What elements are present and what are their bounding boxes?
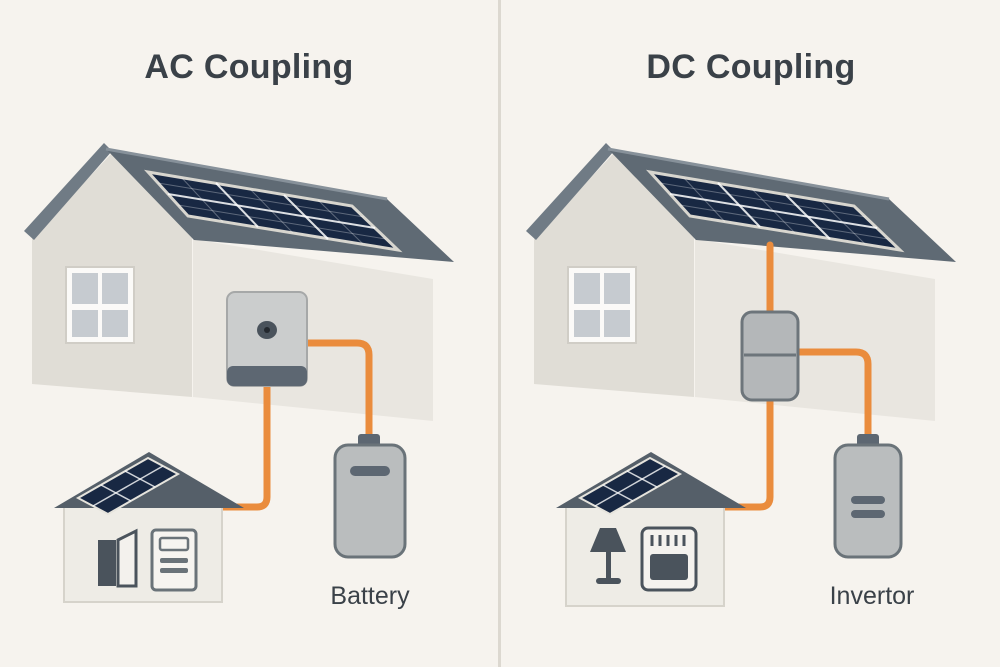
fridge-icon (150, 528, 198, 592)
cable-controller-to-house (716, 396, 774, 511)
battery-band (350, 466, 390, 476)
ac-coupling-panel: AC Coupling Battery (0, 0, 498, 667)
roof-left-edge (24, 143, 112, 240)
invertor (833, 434, 903, 559)
wall-inverter (226, 291, 308, 387)
window (567, 266, 637, 344)
cable-inverter-to-house (218, 382, 271, 511)
roof-left-edge (526, 143, 614, 240)
small-panel-grid (594, 465, 666, 507)
appliance-door-icon (98, 528, 138, 588)
panel-title-dc: DC Coupling (646, 48, 856, 86)
invertor-dash-1 (851, 496, 885, 504)
invertor-label: Invertor (829, 582, 915, 610)
solar-panel-module-dividers (669, 182, 878, 240)
rooftop-solar-panel (143, 169, 403, 253)
small-house-body (63, 505, 223, 603)
roof-ridge (607, 147, 890, 201)
battery (333, 434, 407, 559)
cable-controller-to-invertor (794, 348, 872, 444)
ac-diagram-canvas (24, 143, 454, 603)
panel-title-ac: AC Coupling (144, 48, 354, 86)
solar-panel-cell-lines (157, 177, 387, 245)
small-panel-grid (92, 465, 164, 507)
solar-panel-cell-lines (659, 177, 889, 245)
inverter-knob (264, 327, 270, 333)
cable-inverter-to-battery (303, 339, 373, 446)
rooftop-solar-panel (645, 169, 905, 253)
cables (716, 241, 872, 511)
wall-charge-controller (740, 310, 800, 402)
panel-divider (498, 0, 501, 667)
battery-body (333, 443, 407, 559)
oven-icon (640, 526, 698, 592)
window (65, 266, 135, 344)
invertor-dash-2 (851, 510, 885, 518)
dc-coupling-panel: DC Coupling Invertor (502, 0, 1000, 667)
cables (218, 339, 373, 511)
house-side-wall (695, 239, 935, 421)
solar-panel-module-dividers (167, 182, 376, 240)
small-house (556, 452, 746, 607)
small-house (54, 452, 244, 603)
lamp-icon (590, 528, 626, 584)
battery-label: Battery (330, 582, 410, 610)
dc-diagram-canvas (526, 143, 956, 607)
roof-ridge (105, 147, 388, 201)
